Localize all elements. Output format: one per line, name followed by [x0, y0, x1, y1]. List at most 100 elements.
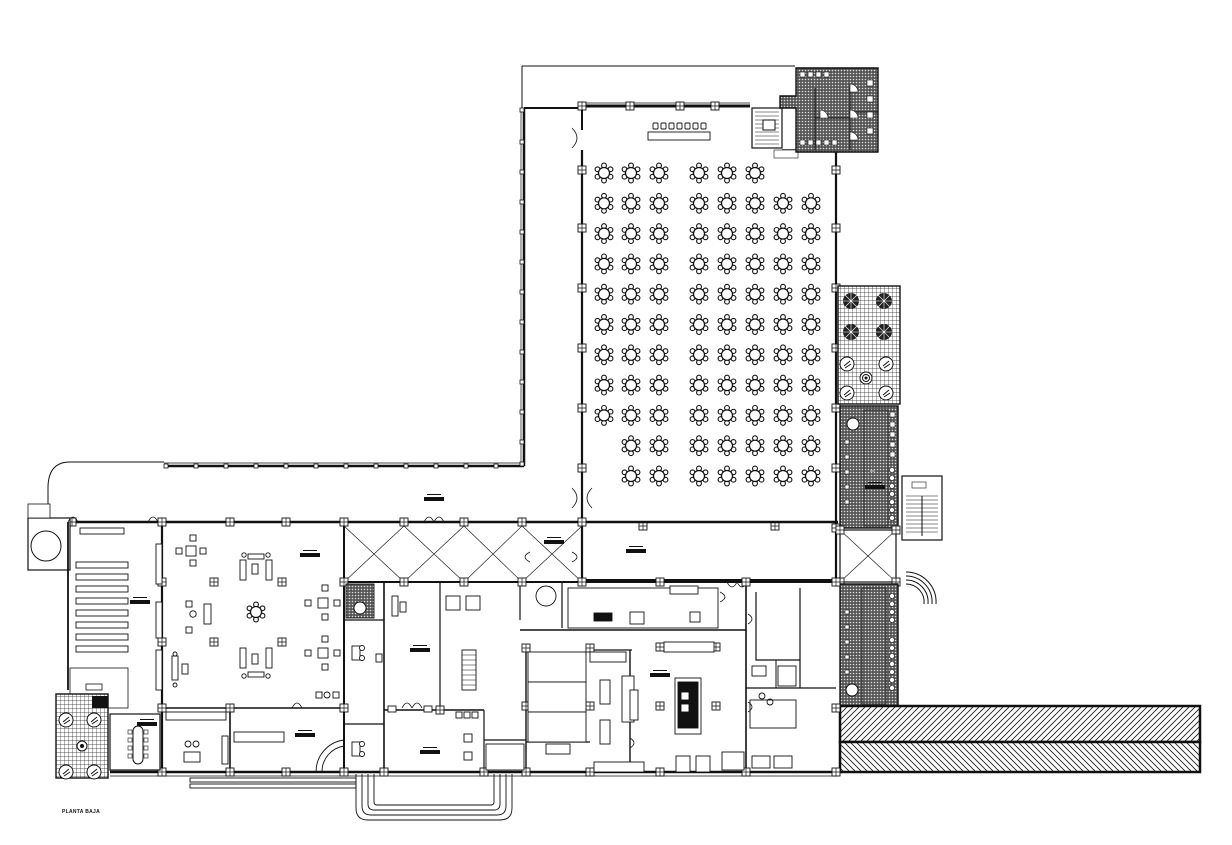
round-table	[621, 192, 641, 214]
round-table	[717, 344, 737, 366]
round-table	[717, 283, 737, 305]
round-table	[773, 435, 793, 457]
round-table	[621, 314, 641, 335]
round-table	[801, 435, 821, 457]
round-table	[745, 374, 765, 396]
round-table	[621, 253, 641, 275]
round-table	[745, 314, 765, 335]
round-table	[773, 283, 793, 305]
round-table	[594, 404, 614, 426]
restroom-label	[865, 482, 885, 489]
round-table	[745, 253, 765, 275]
round-table	[689, 465, 709, 487]
round-table	[773, 465, 793, 487]
round-table	[689, 192, 709, 214]
round-table	[773, 192, 793, 214]
round-table	[717, 404, 737, 426]
round-table	[689, 374, 709, 396]
round-table	[801, 465, 821, 487]
round-table	[689, 435, 709, 457]
round-table	[745, 223, 765, 245]
round-table	[801, 283, 821, 305]
round-table	[649, 192, 669, 214]
lounge-label	[130, 597, 150, 604]
round-table	[649, 162, 669, 184]
round-table	[594, 344, 614, 366]
head-table-chairs	[652, 122, 707, 130]
round-table	[649, 283, 669, 305]
drawing-title: PLANTA BAJA	[62, 809, 101, 815]
vestibule-1-label	[544, 537, 564, 544]
round-table	[773, 404, 793, 426]
round-table	[621, 404, 641, 426]
round-table	[689, 162, 709, 184]
main-building-walls	[70, 520, 838, 777]
kitchen-label	[650, 670, 670, 677]
round-table	[649, 465, 669, 487]
round-table	[649, 435, 669, 457]
round-table	[745, 192, 765, 214]
columns	[67, 517, 841, 777]
round-table	[745, 465, 765, 487]
round-table	[801, 314, 821, 335]
reception-label	[420, 747, 440, 754]
round-table	[717, 253, 737, 275]
round-table	[773, 253, 793, 275]
round-table	[649, 253, 669, 275]
doors	[67, 516, 753, 749]
foyer-label	[424, 494, 444, 501]
round-table	[594, 283, 614, 305]
round-table	[621, 465, 641, 487]
round-table	[717, 314, 737, 335]
banquet-hall	[571, 101, 841, 588]
round-table	[649, 314, 669, 335]
round-table	[717, 192, 737, 214]
round-table	[745, 162, 765, 184]
round-table	[801, 374, 821, 396]
terrace-posts	[163, 107, 525, 469]
hall-label	[626, 546, 646, 553]
round-table	[689, 223, 709, 245]
svg-text:WC: WC	[870, 469, 876, 473]
round-table	[649, 404, 669, 426]
round-table	[801, 253, 821, 275]
round-table	[745, 404, 765, 426]
round-table	[801, 404, 821, 426]
round-table	[689, 314, 709, 335]
office-label	[295, 730, 315, 737]
reception-block	[165, 583, 525, 773]
restroom-right-upper: WC	[839, 405, 899, 529]
round-table	[594, 374, 614, 396]
round-table	[649, 223, 669, 245]
lobby-round-table	[246, 601, 266, 623]
round-table	[689, 283, 709, 305]
meeting-label	[137, 719, 157, 726]
entrance-steps	[189, 774, 513, 821]
round-table	[717, 223, 737, 245]
lobby-furniture	[171, 534, 341, 699]
round-table	[594, 162, 614, 184]
round-table	[594, 314, 614, 335]
round-table	[649, 344, 669, 366]
round-table	[621, 374, 641, 396]
restroom-right-lower	[839, 583, 899, 709]
round-table	[594, 253, 614, 275]
round-table	[801, 192, 821, 214]
stair-top	[751, 107, 799, 159]
round-table	[717, 435, 737, 457]
entrance-gallery	[343, 525, 583, 583]
round-table	[689, 404, 709, 426]
round-table	[689, 344, 709, 366]
stair-right	[901, 475, 943, 605]
hatched-strip	[838, 704, 1202, 774]
lobby-label	[300, 550, 320, 557]
round-table	[773, 314, 793, 335]
round-table	[717, 162, 737, 184]
left-wing	[27, 503, 163, 780]
round-table	[621, 344, 641, 366]
round-table	[745, 435, 765, 457]
round-tables	[594, 162, 821, 487]
garden-patio	[837, 285, 901, 405]
round-table	[649, 374, 669, 396]
